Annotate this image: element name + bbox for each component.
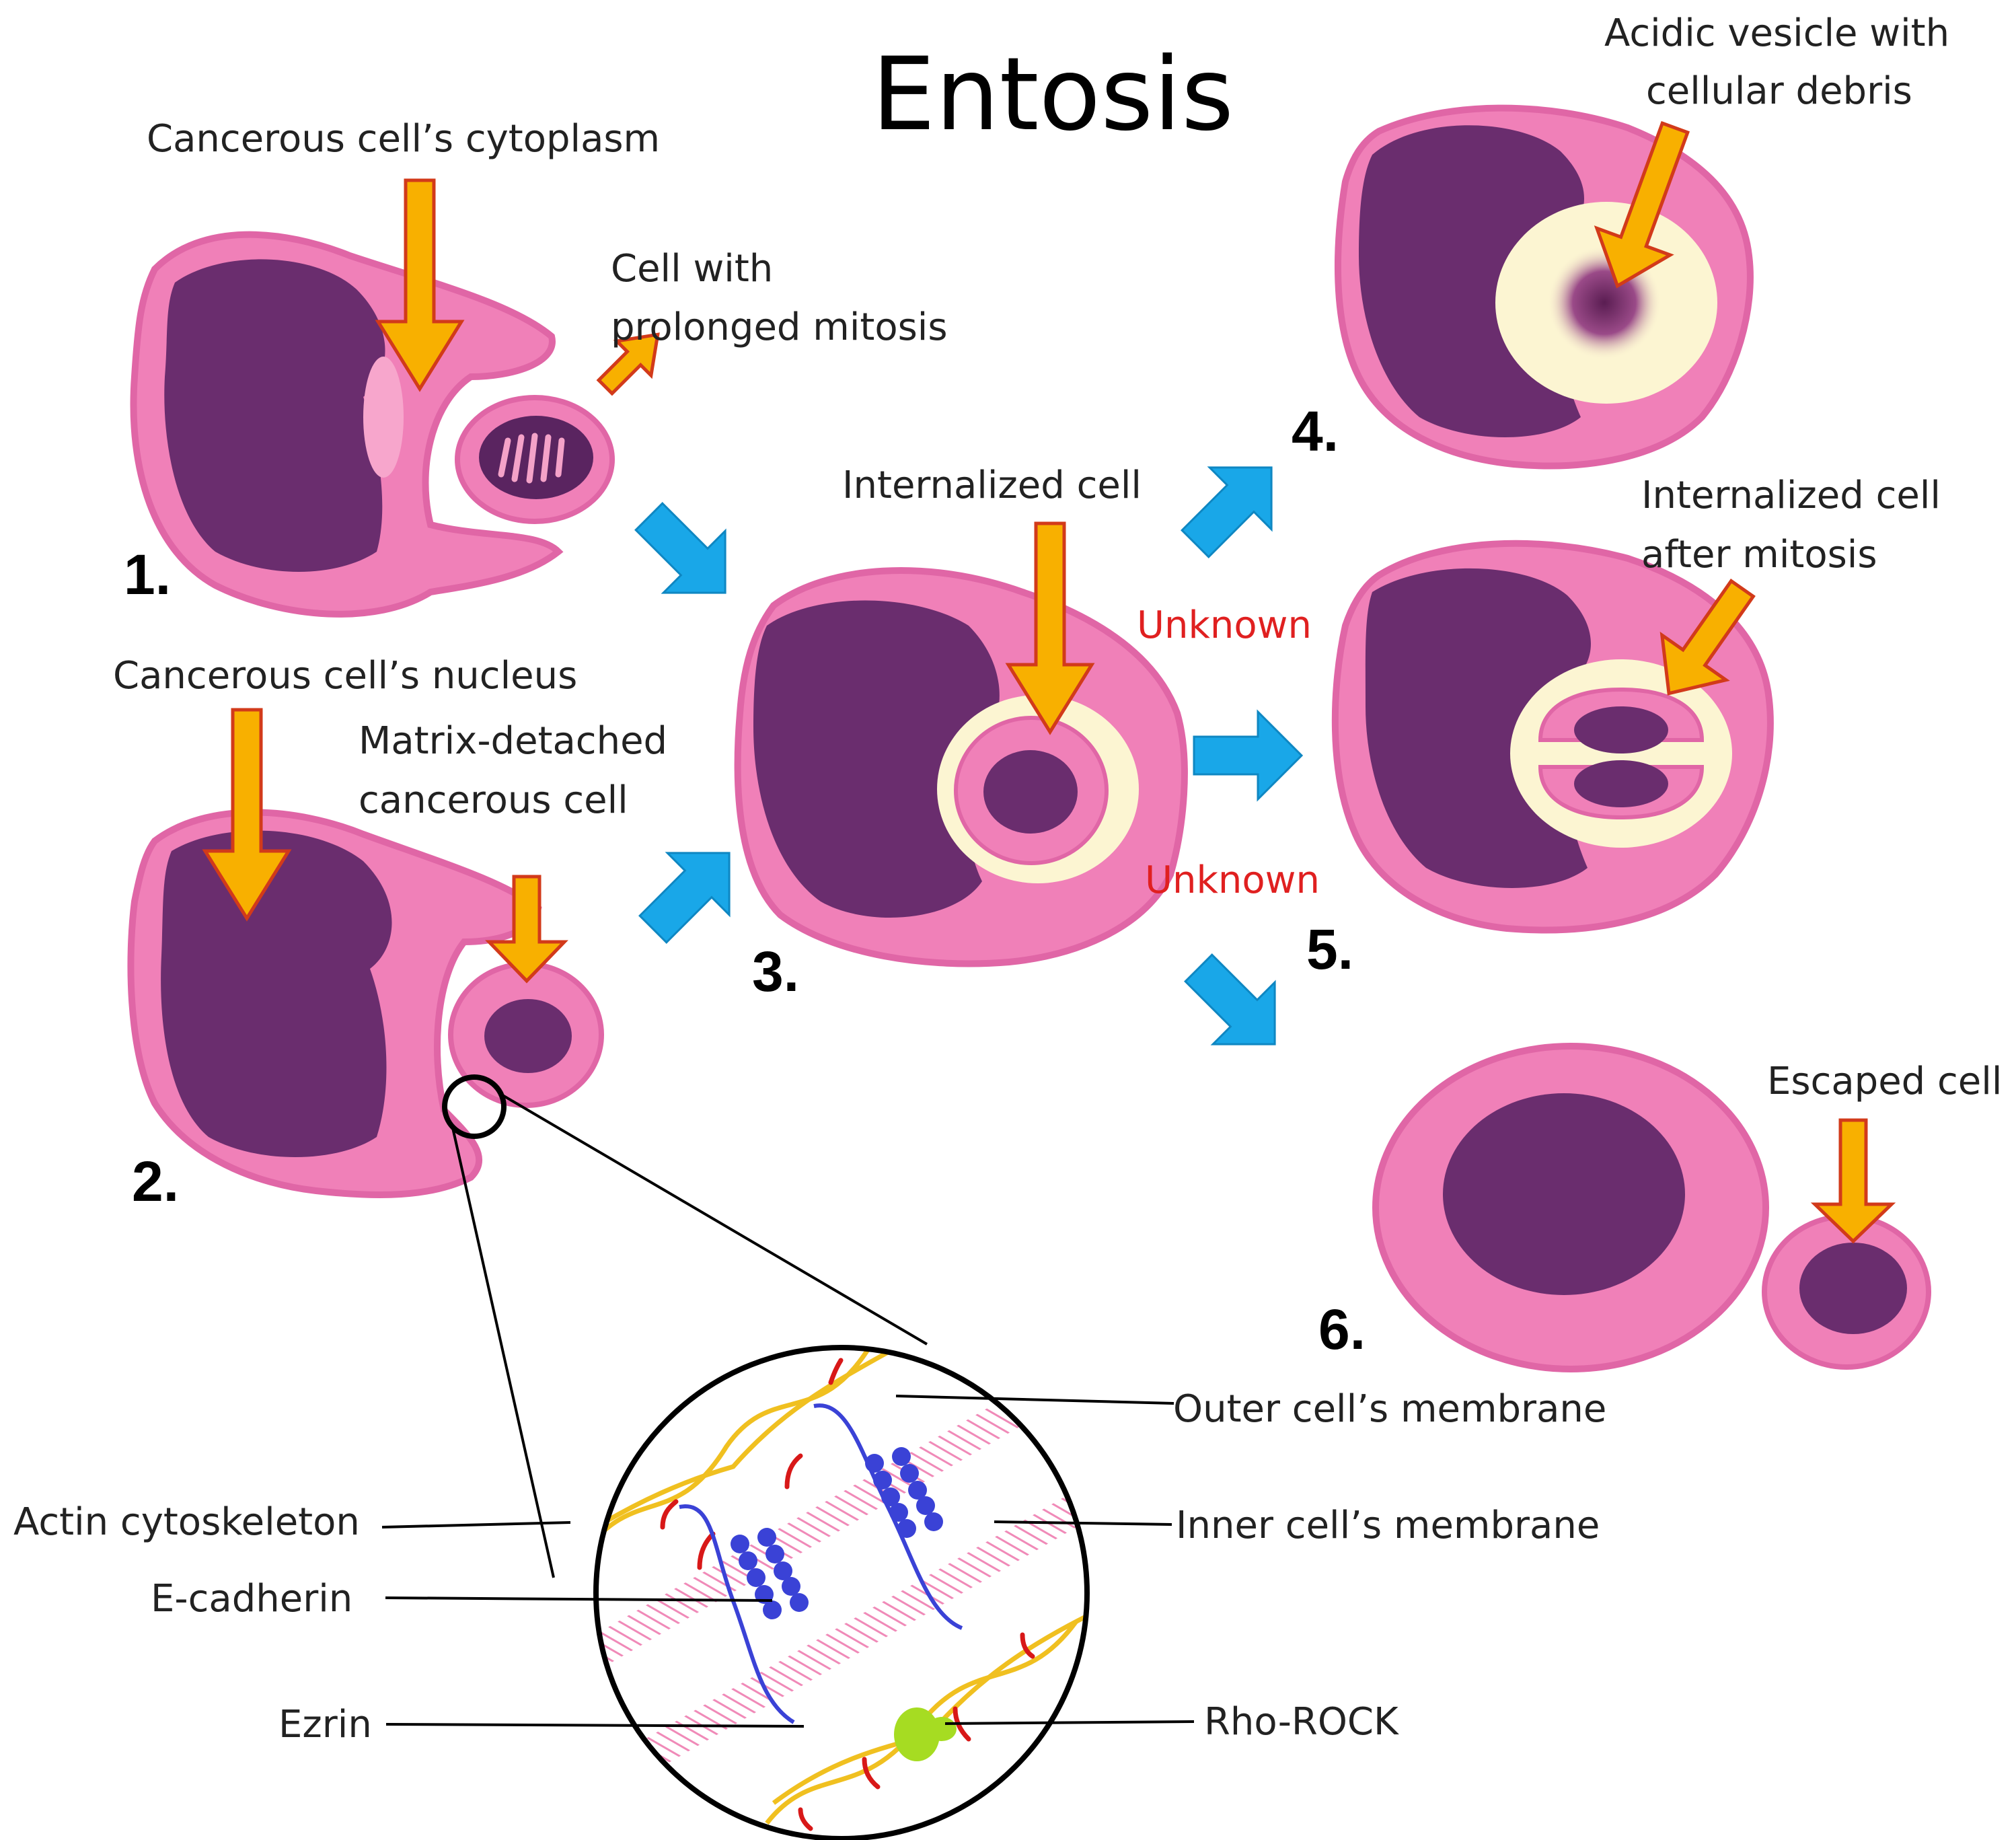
leader-inner-membrane	[994, 1520, 1172, 1526]
label-acidic-vesicle-line1: Acidic vesicle with	[1604, 11, 1949, 55]
nucleus-pointer-arrow	[202, 708, 292, 922]
zoom-connector-right	[498, 1092, 928, 1346]
stage-2-detached-cell	[448, 961, 604, 1108]
stage-5-host-cell	[1331, 540, 1774, 934]
stage-2-host-cell	[127, 809, 542, 1198]
mitosis-pointer-arrow	[596, 332, 660, 396]
stage-number-3: 3.	[752, 940, 799, 1003]
leader-ecadherin	[385, 1596, 773, 1602]
after-mitosis-pointer-arrow	[1659, 579, 1756, 696]
zoom-connector-left	[451, 1124, 555, 1578]
stage-4-host-cell	[1334, 104, 1754, 470]
label-escaped-cell: Escaped cell	[1767, 1060, 2002, 1103]
inset-border	[593, 1345, 1090, 1840]
diagram-title: Entosis	[872, 36, 1234, 153]
detached-cell-pointer-arrow	[485, 875, 568, 984]
label-inner-membrane: Inner cell’s membrane	[1176, 1504, 1600, 1547]
label-prolonged-mitosis-line2: prolonged mitosis	[611, 305, 948, 349]
label-acidic-vesicle-line2: cellular debris	[1646, 69, 1912, 113]
transition-arrow-3-to-4	[1181, 466, 1273, 558]
inner-membrane-band	[596, 1492, 1087, 1797]
internalized-pointer-arrow	[1005, 521, 1095, 735]
transition-arrow-3-to-5	[1193, 709, 1304, 802]
acidic-vesicle-pointer-arrow	[1594, 120, 1690, 289]
transition-arrow-1-to-3	[634, 502, 726, 594]
escaped-cell-pointer-arrow	[1810, 1118, 1896, 1244]
label-after-mitosis-line2: after mitosis	[1641, 533, 1877, 577]
stage-6-host-cell	[1372, 1043, 1769, 1372]
inset-junction-detail	[596, 1348, 1087, 1839]
stage-number-4: 4.	[1292, 400, 1339, 463]
stage-number-2: 2.	[132, 1150, 179, 1213]
stage-3-host-cell	[734, 567, 1188, 967]
label-prolonged-mitosis-line1: Cell with	[611, 247, 773, 291]
label-matrix-detached-line2: cancerous cell	[359, 778, 628, 822]
label-ezrin: Ezrin	[278, 1703, 372, 1746]
leader-rho-rock	[944, 1720, 1195, 1725]
stage-1-mitotic-cell	[455, 395, 615, 524]
leader-outer-membrane	[895, 1395, 1174, 1405]
label-nucleus: Cancerous cell’s nucleus	[113, 654, 577, 698]
outer-membrane-band	[596, 1359, 1087, 1664]
stage-6-escaped-cell	[1762, 1214, 1931, 1370]
zoom-region-circle	[442, 1074, 507, 1139]
label-matrix-detached-line1: Matrix-detached	[359, 719, 667, 763]
transition-arrow-3-to-6	[1184, 953, 1276, 1045]
label-cytoplasm: Cancerous cell’s cytoplasm	[147, 117, 660, 161]
transition-arrow-2-to-3	[638, 852, 731, 944]
ezrin-links	[660, 1358, 1035, 1831]
cytoplasm-pointer-arrow	[375, 178, 465, 392]
leader-ezrin	[385, 1723, 805, 1728]
stage-number-1: 1.	[124, 543, 171, 606]
label-unknown-lower: Unknown	[1145, 858, 1320, 902]
label-unknown-upper: Unknown	[1137, 603, 1312, 647]
label-actin: Actin cytoskeleton	[13, 1500, 360, 1544]
leader-actin	[381, 1521, 571, 1529]
label-outer-membrane: Outer cell’s membrane	[1173, 1387, 1606, 1431]
stage-number-6: 6.	[1318, 1298, 1366, 1361]
label-internalized: Internalized cell	[842, 464, 1142, 507]
label-rho-rock: Rho-ROCK	[1204, 1700, 1399, 1744]
rho-rock-blob	[894, 1707, 940, 1761]
label-after-mitosis-line1: Internalized cell	[1641, 474, 1941, 517]
stage-number-5: 5.	[1306, 918, 1353, 981]
label-ecadherin: E-cadherin	[151, 1577, 352, 1621]
